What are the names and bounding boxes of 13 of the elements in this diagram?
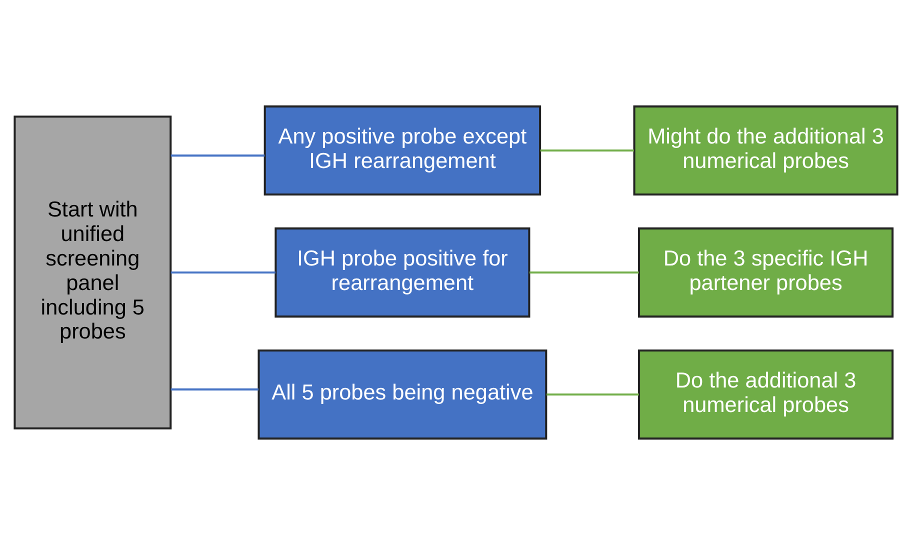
node-box: Any positive probe except IGH rearrangement [264, 105, 542, 196]
node-box: All 5 probes being negative [258, 349, 548, 440]
connector [170, 154, 265, 157]
connector [530, 271, 639, 274]
node-box: Might do the additional 3 numerical probes [633, 105, 898, 196]
node-box: Do the 3 specific IGH partener probes [638, 227, 894, 318]
connector [540, 149, 634, 152]
node-box: Do the additional 3 numerical probes [638, 349, 894, 440]
connector [546, 394, 639, 396]
node-box: Start with unified screening panel including 5 probes [14, 116, 172, 430]
connector [170, 271, 276, 274]
connector [170, 388, 259, 390]
node-box: IGH probe positive for rearrangement [274, 227, 530, 318]
